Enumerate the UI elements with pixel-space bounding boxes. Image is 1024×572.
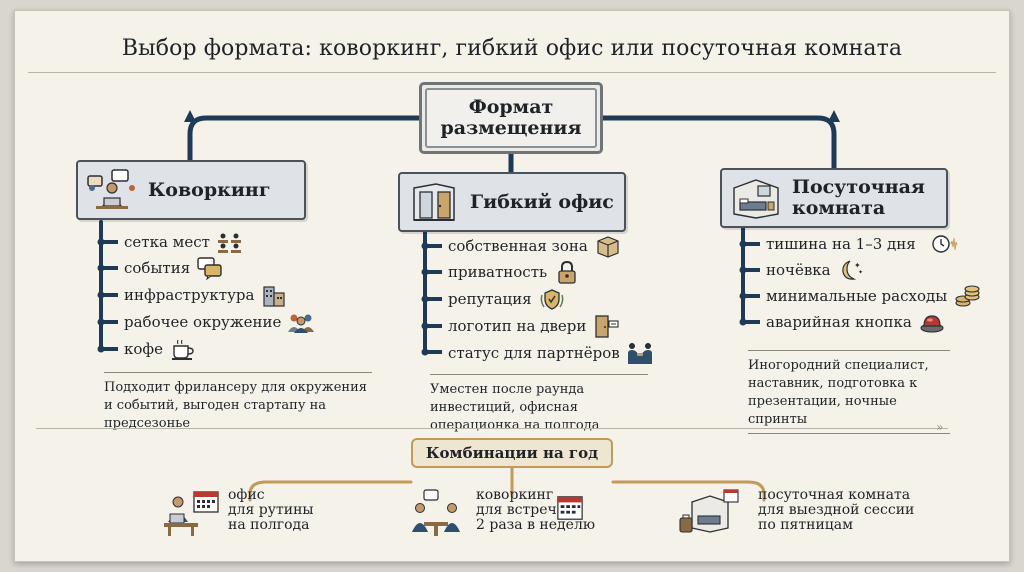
handshake-icon: [627, 343, 652, 364]
combination-item: офис для рутины на полгода: [162, 488, 314, 538]
desks-grid-icon: [217, 233, 241, 253]
svg-text:✦: ✦: [854, 261, 861, 270]
list-item: репутация: [420, 286, 566, 312]
list-item: ночёвка ✦ ✦: [738, 257, 865, 283]
room-suitcase-calendar-icon: [679, 489, 739, 533]
svg-text:✦: ✦: [858, 269, 863, 276]
list-item: логотип на двери: [420, 313, 620, 339]
page-title: Выбор формата: коворкинг, гибкий офис ил…: [121, 36, 903, 61]
team-icon: [288, 314, 315, 333]
root-label: Формат размещения: [425, 88, 597, 148]
combinations-title: Комбинации на год: [411, 438, 613, 468]
flexible-office-note: Уместен после раунда инвестиций, офисная…: [430, 374, 648, 435]
lock-icon: [558, 260, 576, 284]
category-label: Коворкинг: [148, 178, 271, 201]
root-node: Формат размещения: [419, 82, 603, 154]
list-item: минимальные расходы: [738, 283, 981, 309]
category-daily-room: Посуточная комната: [720, 168, 948, 228]
bedroom-icon: [733, 179, 779, 219]
category-label: Гибкий офис: [470, 190, 614, 213]
moon-stars-icon: ✦ ✦: [841, 260, 863, 280]
combo-connector-left: [248, 480, 413, 502]
emergency-button-icon: [920, 315, 944, 333]
combination-text: офис для рутины на полгода: [228, 487, 314, 533]
list-item: рабочее окружение: [96, 309, 315, 335]
combination-item: коворкинг для встреч 2 раза в неделю: [410, 488, 595, 538]
clock-sound-icon: [932, 235, 958, 253]
calendar-icon: [557, 496, 583, 520]
coins-icon: [955, 285, 980, 307]
coworking-people-icon: [87, 169, 135, 209]
category-label: Посуточная комната: [792, 176, 925, 219]
list-item: кофе: [96, 336, 197, 362]
combination-item: посуточная комната для выездной сессии п…: [664, 488, 914, 538]
category-coworking: Коворкинг: [76, 160, 306, 220]
list-item: приватность: [420, 259, 581, 285]
combination-text: коворкинг для встреч 2 раза в неделю: [476, 487, 596, 533]
connector-right: [600, 115, 837, 171]
list-item: сетка мест: [96, 229, 244, 255]
office-door-icon: [413, 183, 455, 221]
list-item: события: [96, 255, 224, 281]
shield-laurel-icon: [540, 289, 564, 310]
title-divider: [28, 72, 996, 73]
category-flexible-office: Гибкий офис: [398, 172, 626, 232]
connector-left: [187, 115, 422, 163]
meeting-calendar-icon: [412, 489, 460, 536]
arrow-left: [184, 110, 196, 122]
list-item: собственная зона: [420, 233, 622, 259]
list-item: инфраструктура: [96, 282, 288, 308]
chat-bubbles-icon: [197, 257, 222, 280]
section-divider: [36, 428, 948, 429]
door-sign-icon: [595, 315, 619, 338]
combo-connector-right: [611, 480, 766, 502]
combination-text: посуточная комната для выездной сессии п…: [758, 487, 915, 533]
double-chevron-icon: »: [936, 420, 944, 434]
arrow-right: [828, 110, 840, 122]
buildings-icon: [263, 286, 286, 307]
coffee-cup-icon: [172, 339, 194, 360]
list-item: аварийная кнопка: [738, 309, 946, 335]
daily-room-note: Иногородний специалист, наставник, подго…: [748, 350, 950, 434]
list-item: статус для партнёров: [420, 340, 654, 366]
box-icon: [597, 236, 619, 258]
coworking-note: Подходит фрилансеру для окружения и собы…: [104, 372, 372, 433]
list-item: тишина на 1–3 дня: [738, 231, 968, 257]
desk-calendar-icon: [164, 491, 219, 536]
